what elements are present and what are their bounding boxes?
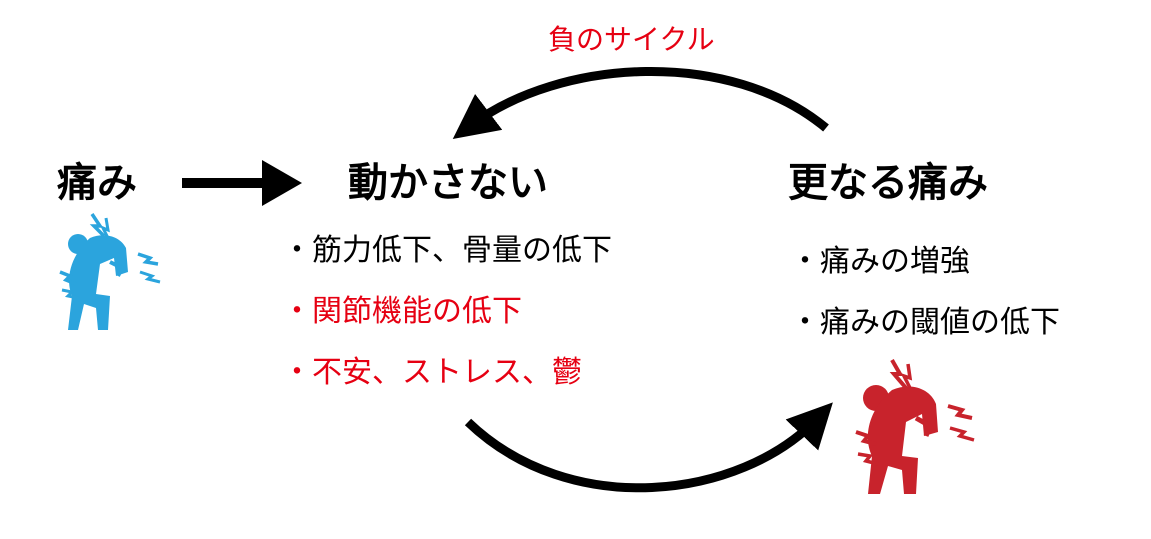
negative-cycle-arrow-top [452,66,829,140]
inactivity-title: 動かさない [348,160,548,206]
inactivity-item-muscle-bone: ・筋力低下、骨量の低下 [282,233,612,268]
more-pain-item-threshold: ・痛みの閾値の低下 [790,305,1060,340]
inactivity-item-joint: ・関節機能の低下 [282,294,522,329]
negative-cycle-arrow-bottom [464,402,833,493]
more-pain-item-increase: ・痛みの増強 [790,244,970,279]
pain-title: 痛み [57,160,137,206]
inactivity-item-anxiety: ・不安、ストレス、鬱 [282,355,582,390]
more-pain-title: 更なる痛み [788,160,988,206]
negative-cycle-label: 負のサイクル [548,23,715,56]
pain-to-inactivity-arrow [182,160,302,206]
